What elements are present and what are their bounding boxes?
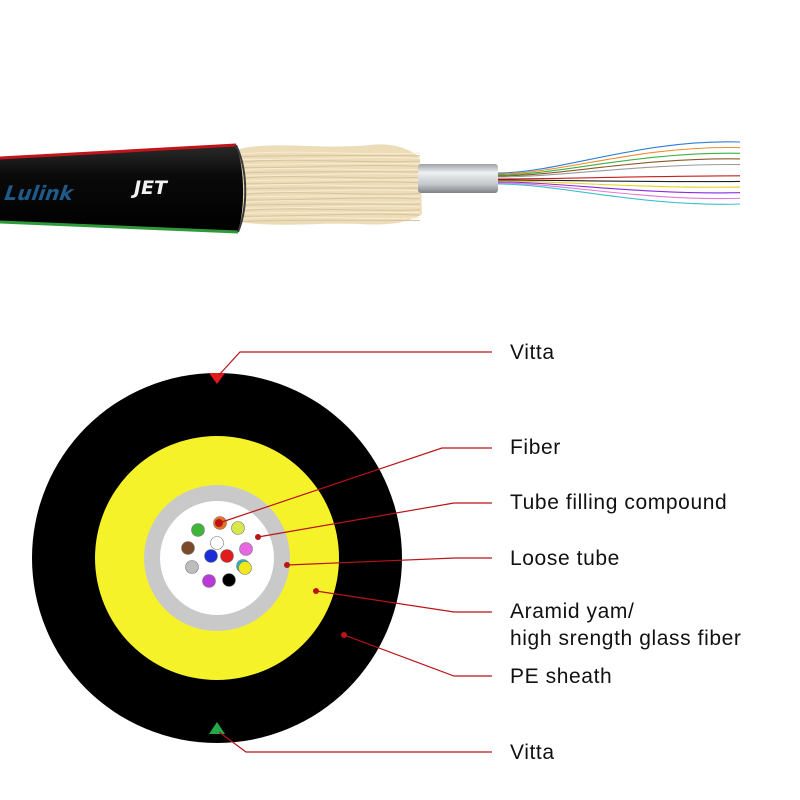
- jacket-cut-edge: [235, 144, 247, 233]
- leader-pe-sheath: [343, 634, 492, 677]
- fiber-grey: [185, 560, 199, 574]
- yarn-strand: [239, 189, 421, 193]
- yarn-strand: [239, 208, 421, 212]
- optical-fiber-strand: [497, 141, 741, 174]
- leader-dot-tube-filling: [255, 534, 261, 540]
- yarn-strand: [239, 203, 421, 206]
- model-text: JET: [130, 177, 169, 199]
- aramid-yarn-tuft: [236, 144, 422, 225]
- optical-fiber-strand: [497, 163, 741, 178]
- cable-photo: Lulink JET: [0, 141, 741, 234]
- yarn-strand: [239, 195, 421, 198]
- fiber-blue: [204, 549, 218, 563]
- vitta-stripe-red: [0, 143, 237, 160]
- leader-loose-tube: [286, 557, 492, 566]
- leader-dots: [215, 519, 347, 638]
- yarn-strand: [239, 175, 421, 179]
- yarn-strand: [239, 205, 421, 209]
- fiber-pink: [239, 542, 253, 556]
- leader-lines: [218, 351, 492, 753]
- leader-dot-fiber: [215, 519, 223, 527]
- yarn-strand: [239, 154, 421, 158]
- yarn-strands: [239, 151, 421, 222]
- yarn-strand: [239, 192, 421, 195]
- fiber-bundle: [181, 516, 253, 588]
- yarn-strand: [239, 187, 421, 190]
- yarn-strand: [239, 184, 421, 187]
- jacket-body: [0, 145, 244, 232]
- vitta-stripe-green: [0, 220, 239, 234]
- leader-tube-filling: [257, 502, 492, 538]
- yarn-strand: [239, 197, 421, 201]
- yarn-strand: [239, 179, 421, 182]
- yarn-strand: [239, 213, 421, 217]
- brand-logo-text: Lulink: [3, 181, 76, 205]
- label-vitta-bottom: Vitta: [510, 741, 555, 764]
- leader-dot-pe-sheath: [341, 632, 347, 638]
- fiber-brown: [181, 541, 195, 555]
- leader-dot-loose-tube: [284, 562, 290, 568]
- yarn-strand: [239, 151, 421, 155]
- fiber-green: [191, 523, 205, 537]
- yarn-strand: [239, 211, 421, 214]
- callouts: Vitta Fiber Tube filling compound Loose …: [215, 341, 742, 764]
- leader-aramid: [315, 590, 492, 613]
- optical-fiber-strand: [497, 179, 741, 183]
- yarn-strand: [239, 173, 421, 177]
- yarn-strand: [239, 163, 421, 166]
- yarn-strand: [239, 181, 421, 185]
- optical-fiber-strand: [497, 182, 741, 200]
- label-aramid-line2: high srength glass fiber: [510, 627, 742, 650]
- yarn-strand: [239, 200, 421, 204]
- yarn-strand: [239, 219, 421, 222]
- fiber-black: [222, 573, 236, 587]
- fiber-yellow: [238, 561, 252, 575]
- leader-fiber: [218, 447, 492, 524]
- fiber-fan: [497, 141, 741, 205]
- label-tube-filling: Tube filling compound: [510, 491, 727, 514]
- yarn-strand: [239, 167, 421, 171]
- optical-fiber-strand: [497, 146, 741, 175]
- leader-dot-aramid: [313, 588, 319, 594]
- yarn-strand: [239, 165, 421, 169]
- optical-fiber-strand: [497, 175, 741, 180]
- label-vitta-top: Vitta: [510, 341, 555, 364]
- yarn-strand: [239, 156, 421, 161]
- fiber-red: [220, 549, 234, 563]
- optical-fiber-strand: [497, 158, 741, 177]
- label-aramid-line1: Aramid yam/: [510, 600, 634, 623]
- vitta-marker-top: [209, 373, 225, 384]
- optical-fiber-strand: [497, 152, 741, 176]
- metal-tube: [418, 164, 498, 193]
- outer-jacket: Lulink JET: [0, 143, 247, 234]
- optical-fiber-strand: [497, 169, 741, 179]
- fiber-violet: [202, 574, 216, 588]
- yarn-strand: [239, 171, 421, 174]
- yarn-strand: [239, 159, 421, 163]
- vitta-marker-bottom: [209, 722, 225, 734]
- leader-vitta-top: [218, 351, 492, 376]
- leader-vitta-bottom: [218, 731, 492, 753]
- optical-fiber-strand: [497, 183, 741, 205]
- cross-section: [32, 373, 402, 743]
- optical-fiber-strand: [497, 180, 741, 188]
- fiber-lime: [231, 521, 245, 535]
- label-loose-tube: Loose tube: [510, 547, 620, 570]
- optical-fiber-strand: [497, 181, 741, 194]
- label-pe-sheath: PE sheath: [510, 665, 612, 688]
- yarn-strand: [239, 216, 421, 220]
- fiber-white: [210, 536, 224, 550]
- label-fiber: Fiber: [510, 436, 561, 459]
